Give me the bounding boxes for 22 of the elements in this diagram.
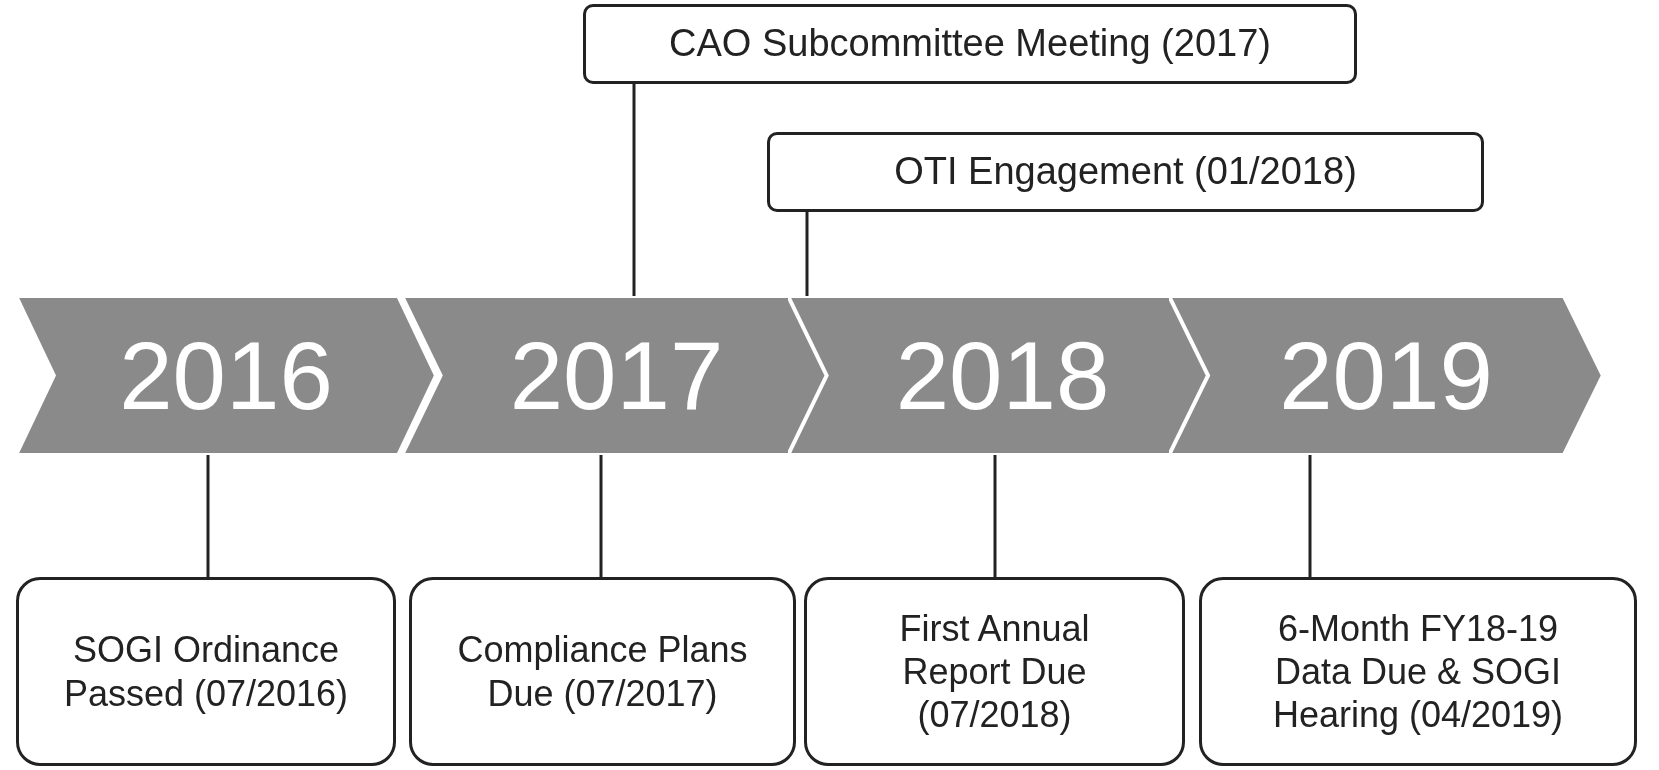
milestone-text: First Annual Report Due (07/2018) xyxy=(898,606,1091,737)
milestone-box xyxy=(1199,577,1637,766)
milestone-text: Compliance Plans Due (07/2017) xyxy=(456,628,749,715)
connector-line xyxy=(206,455,210,577)
milestone-text: SOGI Ordinance Passed (07/2016) xyxy=(62,628,350,715)
event-text: OTI Engagement (01/2018) xyxy=(894,149,1357,195)
year-label: 2016 xyxy=(119,327,333,424)
connector-line xyxy=(599,455,603,577)
year-label: 2017 xyxy=(509,327,724,424)
milestone-box xyxy=(16,577,396,766)
milestone-box xyxy=(409,577,796,766)
milestone-text: 6-Month FY18-19 Data Due & SOGI Hearing (04/2019) xyxy=(1271,606,1565,737)
connector-line xyxy=(1308,455,1312,577)
year-label: 2019 xyxy=(1279,327,1493,424)
event-box xyxy=(583,4,1357,84)
milestone-box xyxy=(804,577,1185,766)
event-text: CAO Subcommittee Meeting (2017) xyxy=(669,21,1271,67)
year-label: 2018 xyxy=(895,327,1110,424)
event-box xyxy=(767,132,1484,212)
connector-line xyxy=(632,84,636,296)
connector-line xyxy=(805,212,809,296)
connector-line xyxy=(993,455,997,577)
